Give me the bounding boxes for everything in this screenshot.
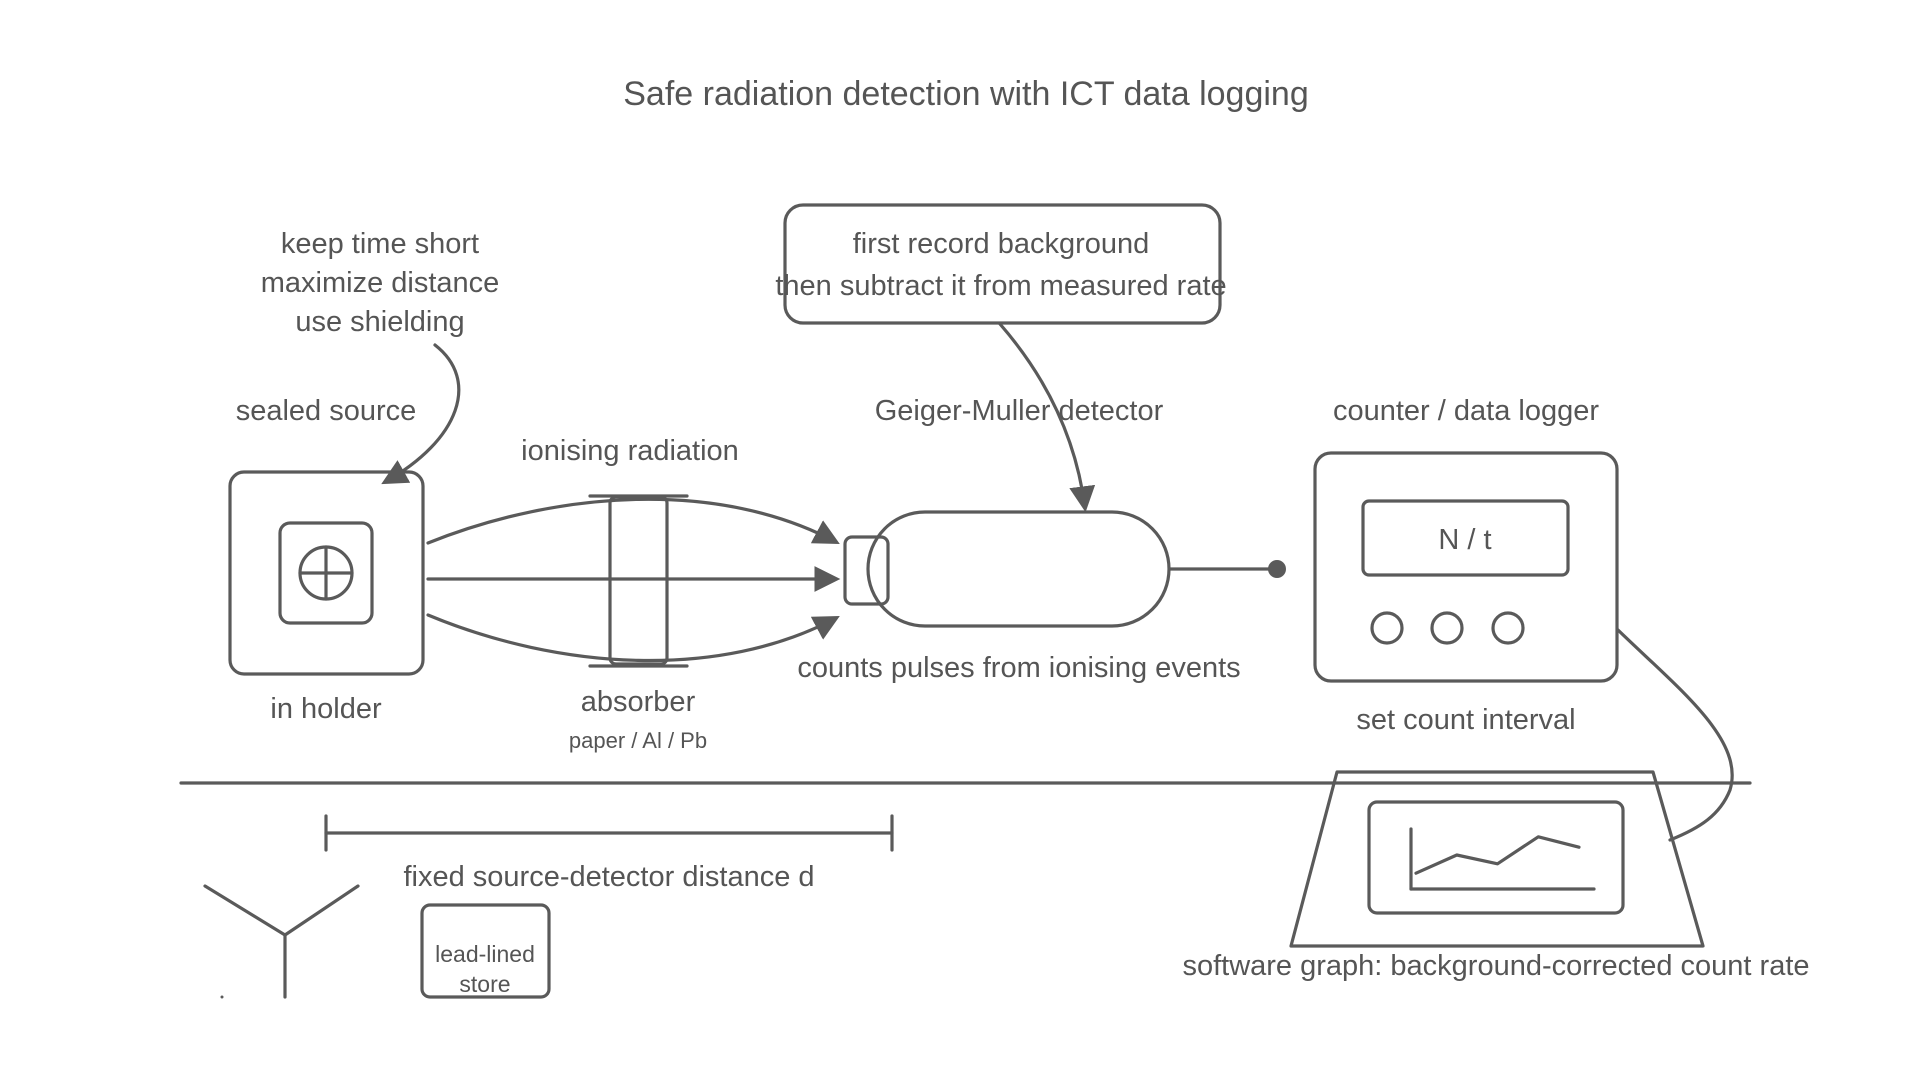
- page-title: Safe radiation detection with ICT data l…: [623, 75, 1308, 113]
- laptop-screen: [1289, 770, 1705, 948]
- source-capsule: [278, 521, 374, 625]
- safety-note-arrow: [381, 343, 461, 485]
- distance-label: fixed source-detector distance d: [403, 861, 814, 893]
- absorber-materials: paper / Al / Pb: [569, 728, 707, 753]
- detector-label: Geiger-Muller detector: [875, 395, 1164, 427]
- counter-button: [1491, 611, 1525, 645]
- lead-store-box: [420, 903, 551, 999]
- safety-note: keep time short maximize distance use sh…: [261, 228, 500, 338]
- detector-window: [843, 535, 890, 606]
- source-caption: in holder: [270, 693, 382, 725]
- logger-cable: [1616, 628, 1734, 842]
- background-note-line: first record background: [853, 228, 1150, 260]
- counter-body: [1313, 451, 1619, 683]
- counter-display-text: N / t: [1438, 524, 1491, 556]
- laptop-graph-panel: [1367, 800, 1625, 915]
- crosshair-icon: [298, 545, 354, 601]
- radiation-label: ionising radiation: [521, 435, 739, 467]
- radiation-ray-top: [426, 497, 840, 545]
- background-note-line: then subtract it from measured rate: [775, 270, 1226, 302]
- lead-store-label: store: [459, 971, 510, 997]
- counter-label: counter / data logger: [1333, 395, 1599, 427]
- counter-button: [1370, 611, 1404, 645]
- lead-store-label: lead-lined: [435, 941, 535, 967]
- counter-display: [1361, 499, 1570, 577]
- source-label: sealed source: [236, 395, 417, 427]
- background-note-arrow: [998, 322, 1096, 513]
- cable-connector: [1268, 560, 1286, 578]
- absorber-label: absorber: [581, 686, 696, 718]
- background-note-box: [783, 203, 1222, 325]
- stand-icon: [203, 884, 360, 999]
- safety-note-line: use shielding: [295, 306, 464, 338]
- safety-note-line: maximize distance: [261, 267, 500, 299]
- safety-note-line: keep time short: [281, 228, 479, 260]
- detector-caption: counts pulses from ionising events: [797, 652, 1240, 684]
- graph-line: [1414, 835, 1581, 875]
- radiation-ray-bottom: [426, 613, 840, 663]
- source-holder: [228, 470, 425, 676]
- counter-caption: set count interval: [1356, 704, 1575, 736]
- counter-button: [1430, 611, 1464, 645]
- detector-tube: [866, 510, 1171, 628]
- software-caption: software graph: background-corrected cou…: [1182, 950, 1809, 982]
